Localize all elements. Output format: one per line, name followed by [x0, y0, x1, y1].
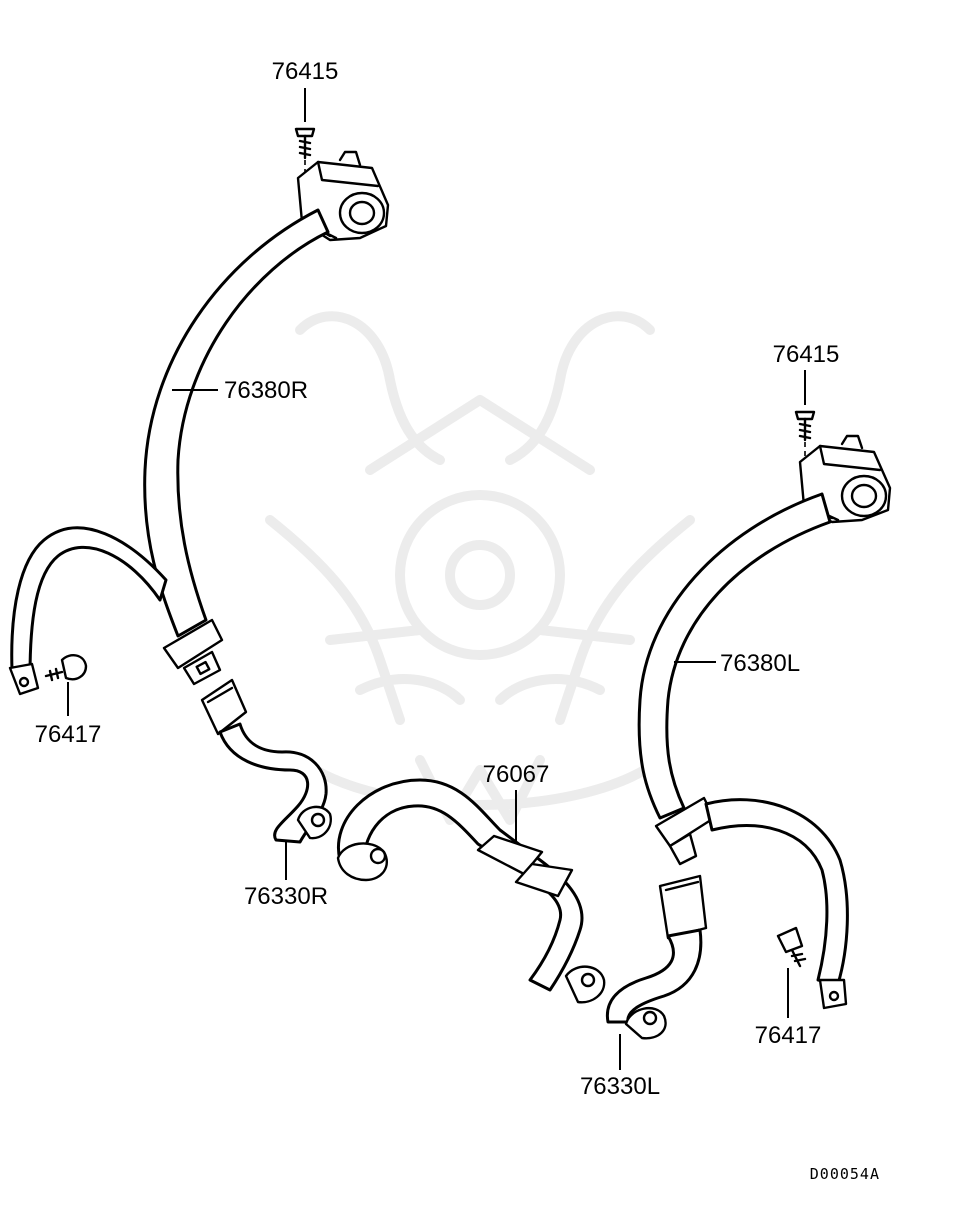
anchor-bolt-76417-left: [776, 926, 807, 1018]
watermark-emblem: [265, 311, 695, 825]
label-76380L: 76380L: [720, 650, 800, 677]
buckle-76330L: [605, 874, 708, 1070]
diagram-code: D00054A: [810, 1165, 880, 1183]
belt-76380L: [637, 492, 832, 820]
label-76380R: 76380R: [224, 377, 308, 404]
label-76415-left: 76415: [773, 341, 840, 368]
label-76417-right: 76417: [35, 721, 102, 748]
buckle-76330R: [200, 678, 332, 880]
lap-strap-right: [10, 526, 168, 678]
label-76330R: 76330R: [244, 883, 328, 910]
anchor-bolt-76417-right: [44, 654, 88, 716]
label-76415-right: 76415: [272, 58, 339, 85]
lap-anchor-right: [8, 662, 40, 696]
label-76417-left: 76417: [755, 1022, 822, 1049]
lap-strap-left: [704, 798, 849, 986]
center-buckle-76067: [336, 778, 606, 1004]
belt-76380R: [143, 208, 330, 638]
lap-anchor-left: [818, 978, 848, 1010]
label-76067: 76067: [483, 761, 550, 788]
tongue-plate-right: [162, 618, 224, 686]
label-76330L: 76330L: [580, 1073, 660, 1100]
